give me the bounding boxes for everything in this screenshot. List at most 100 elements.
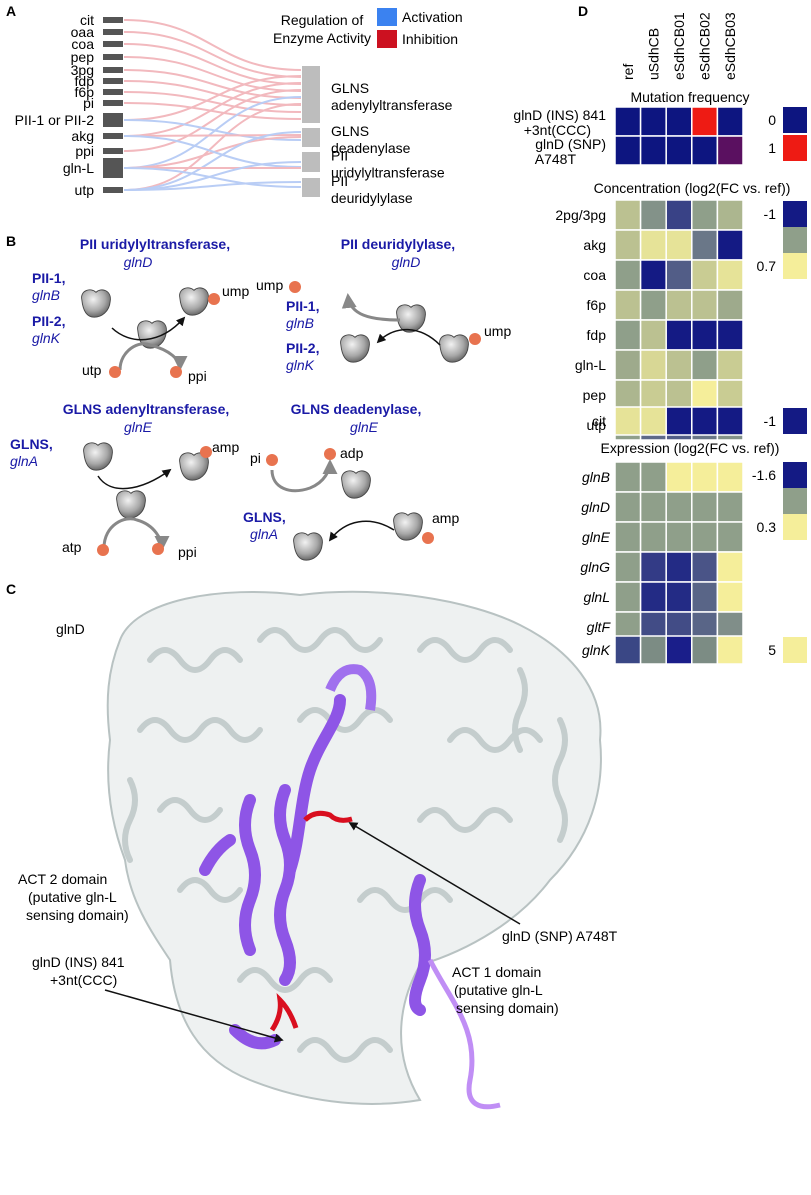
concentration-heatmap: Concentration (log2(FC vs. ref)) 2pg/3pg… xyxy=(555,180,790,441)
cit-scale xyxy=(783,408,807,434)
activation-link xyxy=(123,96,302,169)
mutation-cell xyxy=(639,106,667,137)
rx1-out2: ppi xyxy=(188,368,207,384)
concentration-cell xyxy=(691,319,719,351)
enzyme-label-line2: deuridylylase xyxy=(331,190,413,206)
act2-label-line2: (putative gln-L xyxy=(28,889,117,905)
rx2-gene2: glnK xyxy=(286,357,315,373)
activation-link xyxy=(123,135,302,168)
concentration-cell xyxy=(639,229,667,261)
cit-scale-label: -1 xyxy=(764,413,777,429)
metabolite-bar xyxy=(103,133,123,139)
panel-a-links xyxy=(123,19,302,191)
expression-cell xyxy=(665,551,693,583)
snp-pointer xyxy=(348,822,521,925)
mutation-title: Mutation frequency xyxy=(630,89,749,105)
metabolite-bar xyxy=(103,41,123,47)
concentration-cell xyxy=(665,199,693,231)
metabolite-label: cit xyxy=(80,12,94,28)
expression-title: Expression (log2(FC vs. ref)) xyxy=(601,440,780,456)
rx1-gene: glnD xyxy=(124,254,153,270)
expression-row-label: glnE xyxy=(582,529,611,545)
glnD-deuridylylase-icon xyxy=(396,304,426,333)
expression-cell xyxy=(665,491,693,523)
inhibition-link xyxy=(123,80,302,106)
inhibition-link xyxy=(123,102,302,120)
metabolite-bar xyxy=(103,78,123,84)
concentration-cell xyxy=(691,289,719,321)
concentration-cell xyxy=(614,259,642,291)
enzyme-label-line2: deadenylase xyxy=(331,140,411,156)
concentration-row-label: fdp xyxy=(587,327,607,343)
rx4-substrate: GLNS, xyxy=(243,509,286,525)
mutation-frequency-heatmap: Mutation frequency glnD (INS) 841+3nt(CC… xyxy=(513,89,749,167)
mutation-row-sublabel: A748T xyxy=(535,151,577,167)
concentration-cell xyxy=(639,379,667,411)
expression-scale-high-label: 0.3 xyxy=(757,519,777,535)
amp-bound-icon xyxy=(422,532,434,544)
enzyme-label-line1: GLNS xyxy=(331,80,369,96)
rx3-gene-s: glnA xyxy=(10,453,38,469)
mutation-cell xyxy=(691,106,719,137)
glnE-deadenylase-icon xyxy=(341,470,371,499)
metabolite-label: 3pg xyxy=(71,62,94,78)
glns-adenylated-icon xyxy=(393,512,423,541)
mutation-scale-high-label: 1 xyxy=(768,140,776,156)
expression-scale-high xyxy=(783,514,807,540)
act2-label-line1: ACT 2 domain xyxy=(18,871,107,887)
glnk-row-label: glnK xyxy=(582,642,611,658)
rx4-in1: pi xyxy=(250,450,261,466)
activation-link xyxy=(123,167,302,188)
concentration-cell xyxy=(665,289,693,321)
concentration-cell xyxy=(665,229,693,261)
enzyme-label-line1: PII xyxy=(331,173,348,189)
expression-row-label: glnL xyxy=(584,589,610,605)
rx3-out2: ppi xyxy=(178,544,197,560)
concentration-cell xyxy=(716,289,744,321)
rx4-gene: glnE xyxy=(350,419,379,435)
rx4-in2: amp xyxy=(432,510,459,526)
concentration-scale-mid xyxy=(783,227,807,253)
rx4-gene-s: glnA xyxy=(250,526,278,542)
glnk-cell xyxy=(716,635,744,665)
mutation-cell xyxy=(691,135,719,166)
mutation-cell xyxy=(665,106,693,137)
expression-scale-low-label: -1.6 xyxy=(752,467,776,483)
ins-label-line2: +3nt(CCC) xyxy=(50,972,117,988)
reaction-glns-adenyltransferase: GLNS adenyltransferase, glnE GLNS, glnA … xyxy=(10,401,239,560)
rx2-gene1: glnB xyxy=(286,315,314,331)
inhibition-link xyxy=(123,89,302,152)
inhibition-link xyxy=(123,19,302,71)
glnk-scale-label: 5 xyxy=(768,642,776,658)
expression-cell xyxy=(691,461,719,493)
concentration-cell xyxy=(639,319,667,351)
expression-row-label: glnB xyxy=(582,469,610,485)
concentration-cell xyxy=(665,349,693,381)
metabolite-label: pi xyxy=(83,95,94,111)
expression-cell xyxy=(691,551,719,583)
concentration-cell xyxy=(691,379,719,411)
concentration-cell xyxy=(691,229,719,261)
strain-label: uSdhCB xyxy=(645,28,661,80)
rx2-substrate1: PII-1, xyxy=(286,298,319,314)
expression-cell xyxy=(691,491,719,523)
metabolite-bar xyxy=(103,187,123,193)
mutation-cell xyxy=(716,106,744,137)
metabolite-bar xyxy=(103,100,123,106)
concentration-cell xyxy=(614,229,642,261)
mutation-cell xyxy=(665,135,693,166)
act2-label-line3: sensing domain) xyxy=(26,907,129,923)
rx1-substrate1: PII-1, xyxy=(32,270,65,286)
concentration-scale-low-label: -1 xyxy=(764,206,777,222)
expression-heatmap: Expression (log2(FC vs. ref)) glnBglnDgl… xyxy=(580,440,780,665)
glnk-scale xyxy=(783,637,807,663)
reaction-glns-deadenylase: GLNS deadenylase, glnE pi adp GLNS, glnA… xyxy=(243,401,459,561)
glns-free-icon xyxy=(83,442,113,471)
strain-label: eSdhCB02 xyxy=(697,12,713,80)
expression-cell xyxy=(665,581,693,613)
inhibition-link xyxy=(123,103,302,191)
reaction-pii-uridylyltransferase: PII uridylyltransferase, glnD PII-1, gln… xyxy=(32,236,249,384)
strain-label: eSdhCB01 xyxy=(671,12,687,80)
